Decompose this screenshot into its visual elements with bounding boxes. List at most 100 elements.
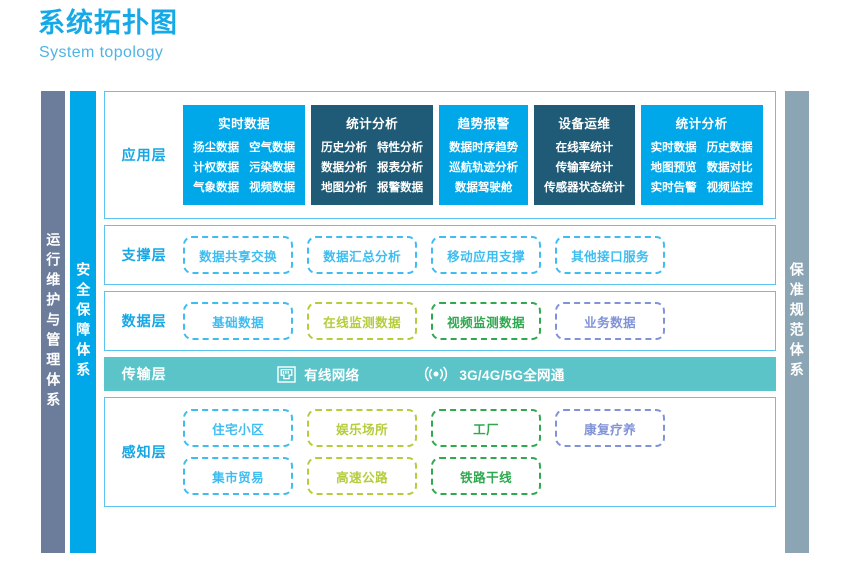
application-card-row: 数据驾驶舱: [449, 179, 518, 195]
application-card-title: 实时数据: [218, 117, 271, 131]
perception-row: 住宅小区娱乐场所工厂康复疗养: [183, 409, 666, 447]
application-card-item[interactable]: 数据分析: [321, 162, 368, 174]
application-card-item[interactable]: 报表分析: [377, 162, 424, 174]
application-card[interactable]: 统计分析历史分析特性分析数据分析报表分析地图分析报警数据: [311, 105, 434, 205]
pill-item[interactable]: 其他接口服务: [555, 236, 666, 274]
application-card-item[interactable]: 气象数据: [193, 182, 240, 194]
application-card-item[interactable]: 特性分析: [377, 142, 424, 154]
support-item-group: 数据共享交换数据汇总分析移动应用支撑其他接口服务: [183, 236, 666, 274]
layer-transmission: 传输层 有线网络 3G/4G/5G全网通: [104, 357, 776, 391]
application-card-row: 巡航轨迹分析: [449, 159, 518, 175]
page-title: 系统拓扑图: [38, 8, 178, 38]
wireless-signal-icon: [421, 365, 451, 383]
application-card-rows: 在线率统计传输率统计传感器状态统计: [544, 139, 625, 195]
pill-item[interactable]: 康复疗养: [555, 409, 666, 447]
layer-data-label: 数据层: [121, 313, 167, 329]
application-card-item[interactable]: 空气数据: [249, 142, 296, 154]
data-item-group: 基础数据在线监测数据视频监测数据业务数据: [183, 302, 666, 340]
application-card-item[interactable]: 实时数据: [650, 142, 697, 154]
application-card-row: 数据分析报表分析: [321, 159, 423, 175]
application-card-title: 设备运维: [558, 117, 611, 131]
application-card-title: 统计分析: [346, 117, 399, 131]
application-card-item[interactable]: 数据对比: [706, 162, 753, 174]
title-block: 系统拓扑图 System topology: [38, 8, 178, 62]
application-card-title: 趋势报警: [457, 117, 510, 131]
application-card-item[interactable]: 报警数据: [377, 182, 424, 194]
application-card[interactable]: 实时数据扬尘数据空气数据计权数据污染数据气象数据视频数据: [183, 105, 306, 205]
ethernet-port-icon: [277, 365, 296, 383]
page-subtitle: System topology: [39, 44, 164, 62]
application-card-item[interactable]: 视频监控: [706, 182, 753, 194]
application-card[interactable]: 趋势报警数据时序趋势巡航轨迹分析数据驾驶舱: [439, 105, 529, 205]
sidebar-operations-management: 运行维护与管理体系: [41, 91, 66, 553]
sidebar-security-system: 安全保障体系: [70, 91, 97, 553]
application-card-item[interactable]: 地图预览: [650, 162, 697, 174]
transmission-item[interactable]: 有线网络: [277, 364, 359, 384]
application-card-item[interactable]: 历史分析: [321, 142, 368, 154]
application-card-row: 实时告警视频监控: [651, 179, 753, 195]
pill-item[interactable]: 数据汇总分析: [307, 236, 418, 274]
layer-stack: 应用层 实时数据扬尘数据空气数据计权数据污染数据气象数据视频数据统计分析历史分析…: [104, 91, 776, 553]
perception-row: 集市贸易高速公路铁路干线: [183, 457, 665, 495]
application-card-title: 统计分析: [675, 117, 728, 131]
application-card-item[interactable]: 数据驾驶舱: [454, 182, 513, 194]
application-card-rows: 数据时序趋势巡航轨迹分析数据驾驶舱: [449, 139, 518, 195]
pill-item[interactable]: 移动应用支撑: [431, 236, 542, 274]
transmission-item-label: 3G/4G/5G全网通: [459, 368, 565, 383]
application-card-row: 扬尘数据空气数据: [193, 139, 295, 155]
transmission-item[interactable]: 3G/4G/5G全网通: [421, 364, 564, 384]
application-card-item[interactable]: 视频数据: [249, 182, 296, 194]
pill-item[interactable]: 娱乐场所: [307, 409, 418, 447]
application-card-row: 传感器状态统计: [544, 179, 625, 195]
application-card-row: 历史分析特性分析: [321, 139, 423, 155]
application-card-item[interactable]: 传输率统计: [555, 162, 614, 174]
pill-item[interactable]: 集市贸易: [183, 457, 294, 495]
application-card-row: 计权数据污染数据: [193, 159, 295, 175]
layer-support: 支撑层 数据共享交换数据汇总分析移动应用支撑其他接口服务: [104, 225, 776, 285]
application-card-row: 地图预览数据对比: [651, 159, 753, 175]
application-card-item[interactable]: 实时告警: [650, 182, 697, 194]
topology-diagram: 运行维护与管理体系 安全保障体系 应用层 实时数据扬尘数据空气数据计权数据污染数…: [41, 91, 809, 553]
application-card-row: 数据时序趋势: [449, 139, 518, 155]
layer-application-label: 应用层: [121, 147, 167, 163]
application-card[interactable]: 设备运维在线率统计传输率统计传感器状态统计: [534, 105, 635, 205]
application-card-item[interactable]: 巡航轨迹分析: [449, 162, 519, 174]
application-card-item[interactable]: 数据时序趋势: [449, 142, 519, 154]
application-card-rows: 实时数据历史数据地图预览数据对比实时告警视频监控: [651, 139, 753, 195]
pill-item[interactable]: 铁路干线: [431, 457, 542, 495]
application-card-item[interactable]: 扬尘数据: [193, 142, 240, 154]
perception-item-group: 住宅小区娱乐场所工厂康复疗养集市贸易高速公路铁路干线: [183, 409, 666, 495]
application-card-row: 传输率统计: [544, 159, 625, 175]
transmission-item-group: 有线网络 3G/4G/5G全网通: [183, 364, 565, 384]
pill-item[interactable]: 工厂: [431, 409, 542, 447]
pill-item[interactable]: 业务数据: [555, 302, 666, 340]
application-card-item[interactable]: 历史数据: [706, 142, 753, 154]
sidebar-standard-specification-label: 保准规范体系: [788, 262, 805, 382]
application-card-item[interactable]: 地图分析: [321, 182, 368, 194]
application-card-row: 气象数据视频数据: [193, 179, 295, 195]
layer-data: 数据层 基础数据在线监测数据视频监测数据业务数据: [104, 291, 776, 351]
application-card-item[interactable]: 计权数据: [193, 162, 240, 174]
application-card-row: 地图分析报警数据: [321, 179, 423, 195]
pill-item[interactable]: 住宅小区: [183, 409, 294, 447]
sidebar-operations-management-label: 运行维护与管理体系: [45, 232, 62, 412]
pill-item[interactable]: 数据共享交换: [183, 236, 294, 274]
application-card-row: 实时数据历史数据: [651, 139, 753, 155]
application-card[interactable]: 统计分析实时数据历史数据地图预览数据对比实时告警视频监控: [640, 105, 763, 205]
pill-item[interactable]: 高速公路: [307, 457, 418, 495]
pill-item[interactable]: 在线监测数据: [307, 302, 418, 340]
transmission-item-label: 有线网络: [304, 368, 360, 383]
application-card-row: 在线率统计: [544, 139, 625, 155]
application-card-rows: 历史分析特性分析数据分析报表分析地图分析报警数据: [321, 139, 423, 195]
pill-item[interactable]: 基础数据: [183, 302, 294, 340]
pill-item[interactable]: 视频监测数据: [431, 302, 542, 340]
layer-transmission-label: 传输层: [121, 366, 167, 382]
application-card-item[interactable]: 在线率统计: [555, 142, 614, 154]
sidebar-security-system-label: 安全保障体系: [75, 262, 92, 382]
layer-perception-label: 感知层: [121, 444, 167, 460]
application-card-group: 实时数据扬尘数据空气数据计权数据污染数据气象数据视频数据统计分析历史分析特性分析…: [183, 105, 775, 205]
application-card-item[interactable]: 污染数据: [249, 162, 296, 174]
layer-application: 应用层 实时数据扬尘数据空气数据计权数据污染数据气象数据视频数据统计分析历史分析…: [104, 91, 776, 219]
application-card-rows: 扬尘数据空气数据计权数据污染数据气象数据视频数据: [193, 139, 295, 195]
application-card-item[interactable]: 传感器状态统计: [544, 182, 625, 194]
